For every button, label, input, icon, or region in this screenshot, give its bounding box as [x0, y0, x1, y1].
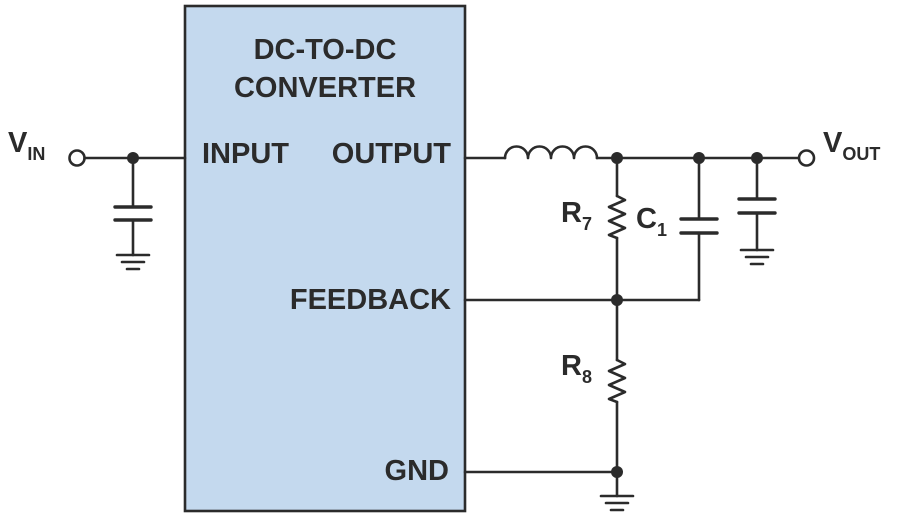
inductor-icon — [503, 145, 599, 160]
output-network: VOUT R7 C1 R8 — [463, 127, 880, 512]
output-capacitor — [737, 156, 777, 252]
converter-block: DC-TO-DC CONVERTER INPUT OUTPUT FEEDBACK… — [183, 4, 467, 513]
input-capacitor — [113, 156, 153, 257]
r7-label-main: R — [561, 197, 582, 229]
output-ground-icon — [739, 248, 775, 266]
vin-label-main: V — [8, 127, 28, 159]
block-title-line2: CONVERTER — [234, 72, 416, 104]
r7-label: R7 — [561, 197, 592, 234]
vout-label: VOUT — [823, 127, 880, 164]
r8-label-sub: 8 — [582, 367, 592, 387]
r8-label: R8 — [561, 350, 592, 387]
block-title-line1: DC-TO-DC — [254, 34, 397, 66]
vin-terminal[interactable] — [68, 149, 86, 167]
vin-label-sub: IN — [27, 144, 45, 164]
pin-label-feedback: FEEDBACK — [290, 284, 451, 316]
c1-label-main: C — [636, 203, 657, 235]
input-network: VIN — [8, 127, 187, 271]
r8-resistor-icon — [607, 358, 627, 404]
vout-terminal[interactable] — [797, 149, 816, 167]
c1-label-sub: 1 — [657, 220, 667, 240]
gnd-ground-icon — [599, 494, 635, 512]
r7-label-sub: 7 — [582, 214, 592, 234]
vout-label-main: V — [823, 127, 843, 159]
pin-label-output: OUTPUT — [332, 138, 452, 170]
vout-label-sub: OUT — [842, 144, 880, 164]
input-ground-icon — [115, 253, 151, 271]
feedback-junction-dot — [611, 294, 623, 306]
pin-label-gnd: GND — [385, 455, 449, 487]
r8-label-main: R — [561, 350, 582, 382]
c1-label: C1 — [636, 203, 667, 240]
vin-label: VIN — [8, 127, 45, 164]
r7-resistor-icon — [607, 194, 627, 240]
pin-label-input: INPUT — [202, 138, 289, 170]
gnd-junction-dot — [611, 466, 623, 478]
